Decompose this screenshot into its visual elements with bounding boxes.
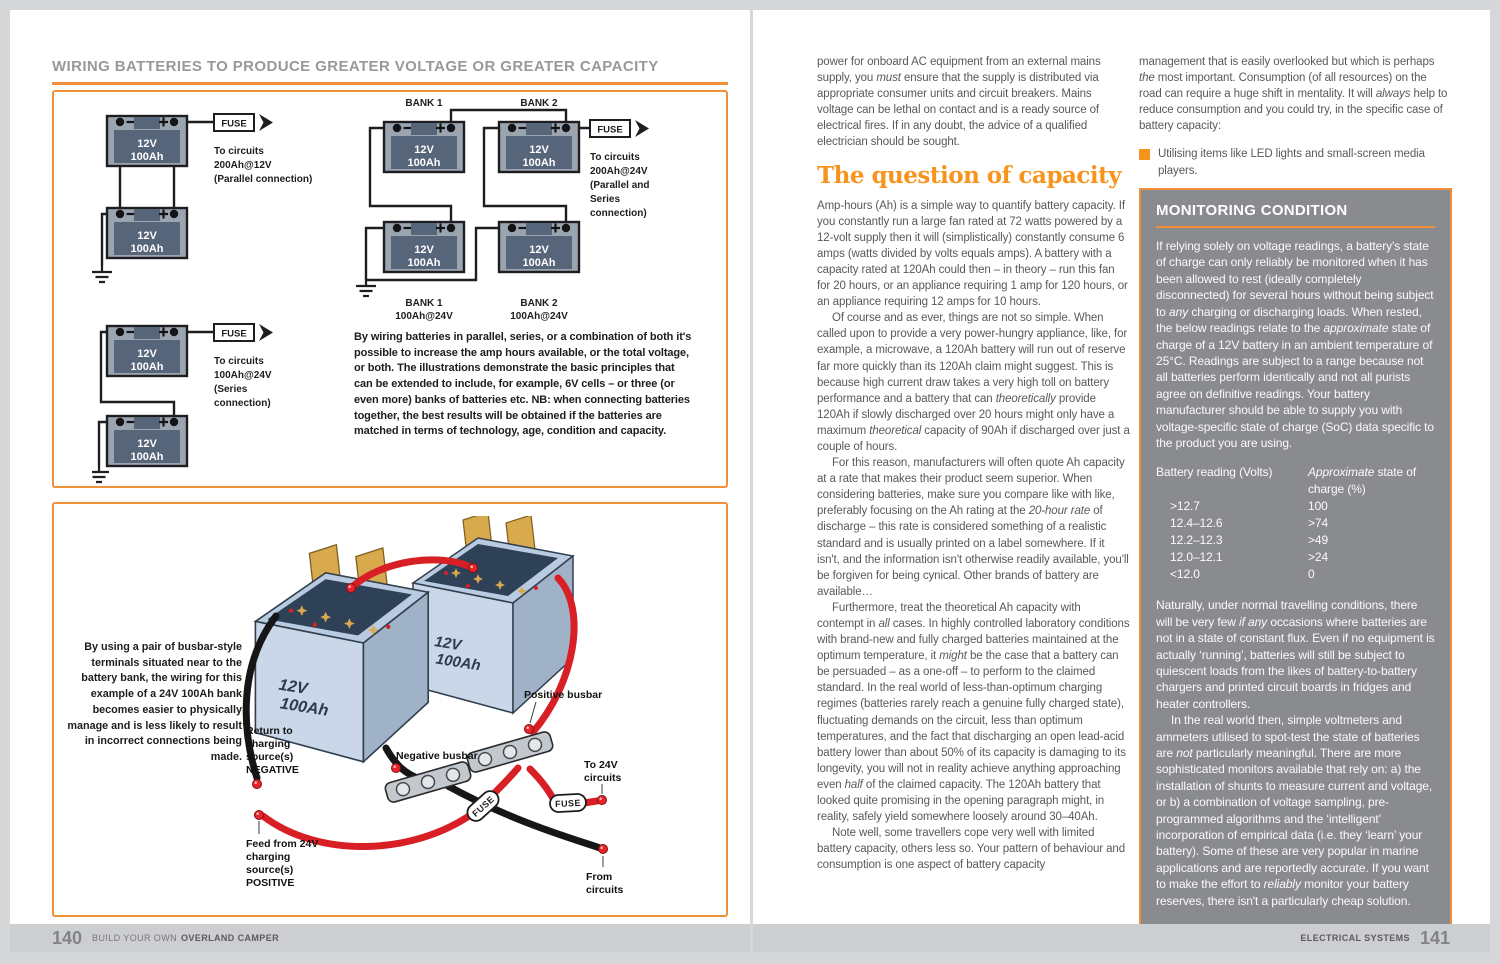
column-2: management that is easily overlooked but… xyxy=(1139,54,1452,927)
paragraph: Amp-hours (Ah) is a simple way to quanti… xyxy=(817,199,1128,309)
feed-positive-label: POSITIVE xyxy=(246,877,294,889)
bank2-bottom-rating: 100Ah@24V xyxy=(510,311,568,322)
table-cell-charge: 100 xyxy=(1308,499,1328,514)
diagram-banks: BANK 1 BANK 2 To circuits 200Ah@24V (Par… xyxy=(354,98,649,322)
footer-left: 140 BUILD YOUR OWN OVERLAND CAMPER xyxy=(10,924,750,952)
feed-positive-label: source(s) xyxy=(246,864,293,876)
table-cell-charge: >74 xyxy=(1308,516,1329,531)
wiring-diagrams-box: To circuits 200Ah@12V (Parallel connecti… xyxy=(52,90,728,488)
paragraph: Of course and as ever, things are not so… xyxy=(817,312,1130,453)
bullet-item: Utilising items like LED lights and smal… xyxy=(1139,146,1452,178)
note-line: To circuits xyxy=(590,152,640,163)
paragraph: management that is easily overlooked but… xyxy=(1139,56,1448,133)
positive-busbar-label: Positive busbar xyxy=(524,689,602,701)
illustration-caption: By using a pair of busbar-style terminal… xyxy=(67,641,242,763)
table-cell-volts: 12.4–12.6 xyxy=(1170,516,1223,531)
circuit-note: To circuits 200Ah@12V (Parallel connecti… xyxy=(214,146,312,185)
return-negative-label: NEGATIVE xyxy=(246,764,299,776)
feed-positive-label: charging xyxy=(246,851,290,863)
table-cell-charge: >24 xyxy=(1308,550,1329,565)
paragraph: Note well, some travellers cope very wel… xyxy=(817,827,1126,872)
table-header-charge: Approximate state of charge (%) xyxy=(1308,465,1417,497)
note-line: connection) xyxy=(590,208,647,219)
column-1: power for onboard AC equipment from an e… xyxy=(817,54,1130,874)
note-line: 100Ah@24V xyxy=(214,370,272,381)
from-circuits-label: From xyxy=(586,871,612,883)
label-lines xyxy=(258,701,604,867)
paragraph: In the real world then, simple voltmeter… xyxy=(1156,713,1433,908)
bullet-square-icon xyxy=(1139,149,1150,161)
section-title: WIRING BATTERIES TO PRODUCE GREATER VOLT… xyxy=(52,58,659,75)
table-header-volts: Battery reading (Volts) xyxy=(1156,465,1273,480)
to-circuits-label: To 24V xyxy=(584,759,618,771)
footer-right: ELECTRICAL SYSTEMS 141 xyxy=(753,924,1490,952)
section-name: ELECTRICAL SYSTEMS xyxy=(1300,933,1410,943)
monitoring-box-title: MONITORING CONDITION xyxy=(1156,201,1348,219)
cables xyxy=(242,556,604,852)
paragraph: If relying solely on voltage readings, a… xyxy=(1156,239,1434,450)
capacity-heading: The question of capacity xyxy=(817,161,1122,189)
paragraph: For this reason, manufacturers will ofte… xyxy=(817,457,1129,598)
feed-positive-label: Feed from 24V xyxy=(246,838,318,850)
busbar-illustration: Positive busbar Negative busbar To 24V c… xyxy=(242,516,624,896)
note-line: connection) xyxy=(214,398,271,409)
soc-table: Battery reading (Volts) Approximate stat… xyxy=(1156,464,1435,583)
table-cell-volts: 12.2–12.3 xyxy=(1170,533,1223,548)
diagram-series: To circuits 100Ah@24V (Series connection… xyxy=(92,323,273,484)
monitoring-condition-box: MONITORING CONDITION If relying solely o… xyxy=(1139,187,1452,927)
illustration-labels: Positive busbar Negative busbar To 24V c… xyxy=(246,689,624,896)
table-cell-volts: 12.0–12.1 xyxy=(1170,550,1223,565)
note-line: (Parallel and xyxy=(590,180,649,191)
busbar-illustration-box: By using a pair of busbar-style terminal… xyxy=(52,502,728,917)
book-title-bold: OVERLAND CAMPER xyxy=(181,933,280,943)
table-cell-charge: 0 xyxy=(1308,567,1315,582)
note-line: (Series xyxy=(214,384,248,395)
bank1-bottom-label: BANK 1 xyxy=(405,298,443,309)
table-cell-volts: >12.7 xyxy=(1170,499,1200,514)
bank2-top-label: BANK 2 xyxy=(520,98,558,109)
note-line: 200Ah@24V xyxy=(590,166,648,177)
note-line: Series xyxy=(590,194,620,205)
paragraph: power for onboard AC equipment from an e… xyxy=(817,56,1101,149)
paragraph: Furthermore, treat the theoretical Ah ca… xyxy=(817,601,1130,824)
bank2-bottom-label: BANK 2 xyxy=(520,298,558,309)
return-negative-label: charging xyxy=(246,738,290,750)
bullet-text: Utilising items like LED lights and smal… xyxy=(1158,148,1425,177)
table-cell-charge: >49 xyxy=(1308,533,1329,548)
return-negative-label: Return to xyxy=(246,725,293,737)
page-number: 141 xyxy=(1419,927,1450,948)
monitoring-box-rule xyxy=(1156,226,1435,229)
bank1-bottom-rating: 100Ah@24V xyxy=(395,311,453,322)
to-circuits-label: circuits xyxy=(584,772,622,784)
from-circuits-label: circuits xyxy=(586,884,624,896)
note-line: 200Ah@12V xyxy=(214,160,272,171)
paragraph: Naturally, under normal travelling condi… xyxy=(1156,598,1435,711)
page-141: power for onboard AC equipment from an e… xyxy=(753,10,1490,952)
circuit-note: To circuits 100Ah@24V (Series connection… xyxy=(214,356,272,409)
diagram-parallel: To circuits 200Ah@12V (Parallel connecti… xyxy=(92,113,312,284)
note-line: (Parallel connection) xyxy=(214,174,312,185)
table-cell-volts: <12.0 xyxy=(1170,567,1200,582)
note-line: To circuits xyxy=(214,356,264,367)
negative-busbar-label: Negative busbar xyxy=(396,750,478,762)
title-underline xyxy=(52,82,728,85)
page-140: WIRING BATTERIES TO PRODUCE GREATER VOLT… xyxy=(10,10,750,952)
bank1-top-label: BANK 1 xyxy=(405,98,443,109)
wiring-note: By wiring batteries in parallel, series,… xyxy=(354,331,692,438)
note-line: To circuits xyxy=(214,146,264,157)
return-negative-label: source(s) xyxy=(246,751,293,763)
book-title: BUILD YOUR OWN xyxy=(92,933,177,943)
page-number: 140 xyxy=(52,927,83,948)
